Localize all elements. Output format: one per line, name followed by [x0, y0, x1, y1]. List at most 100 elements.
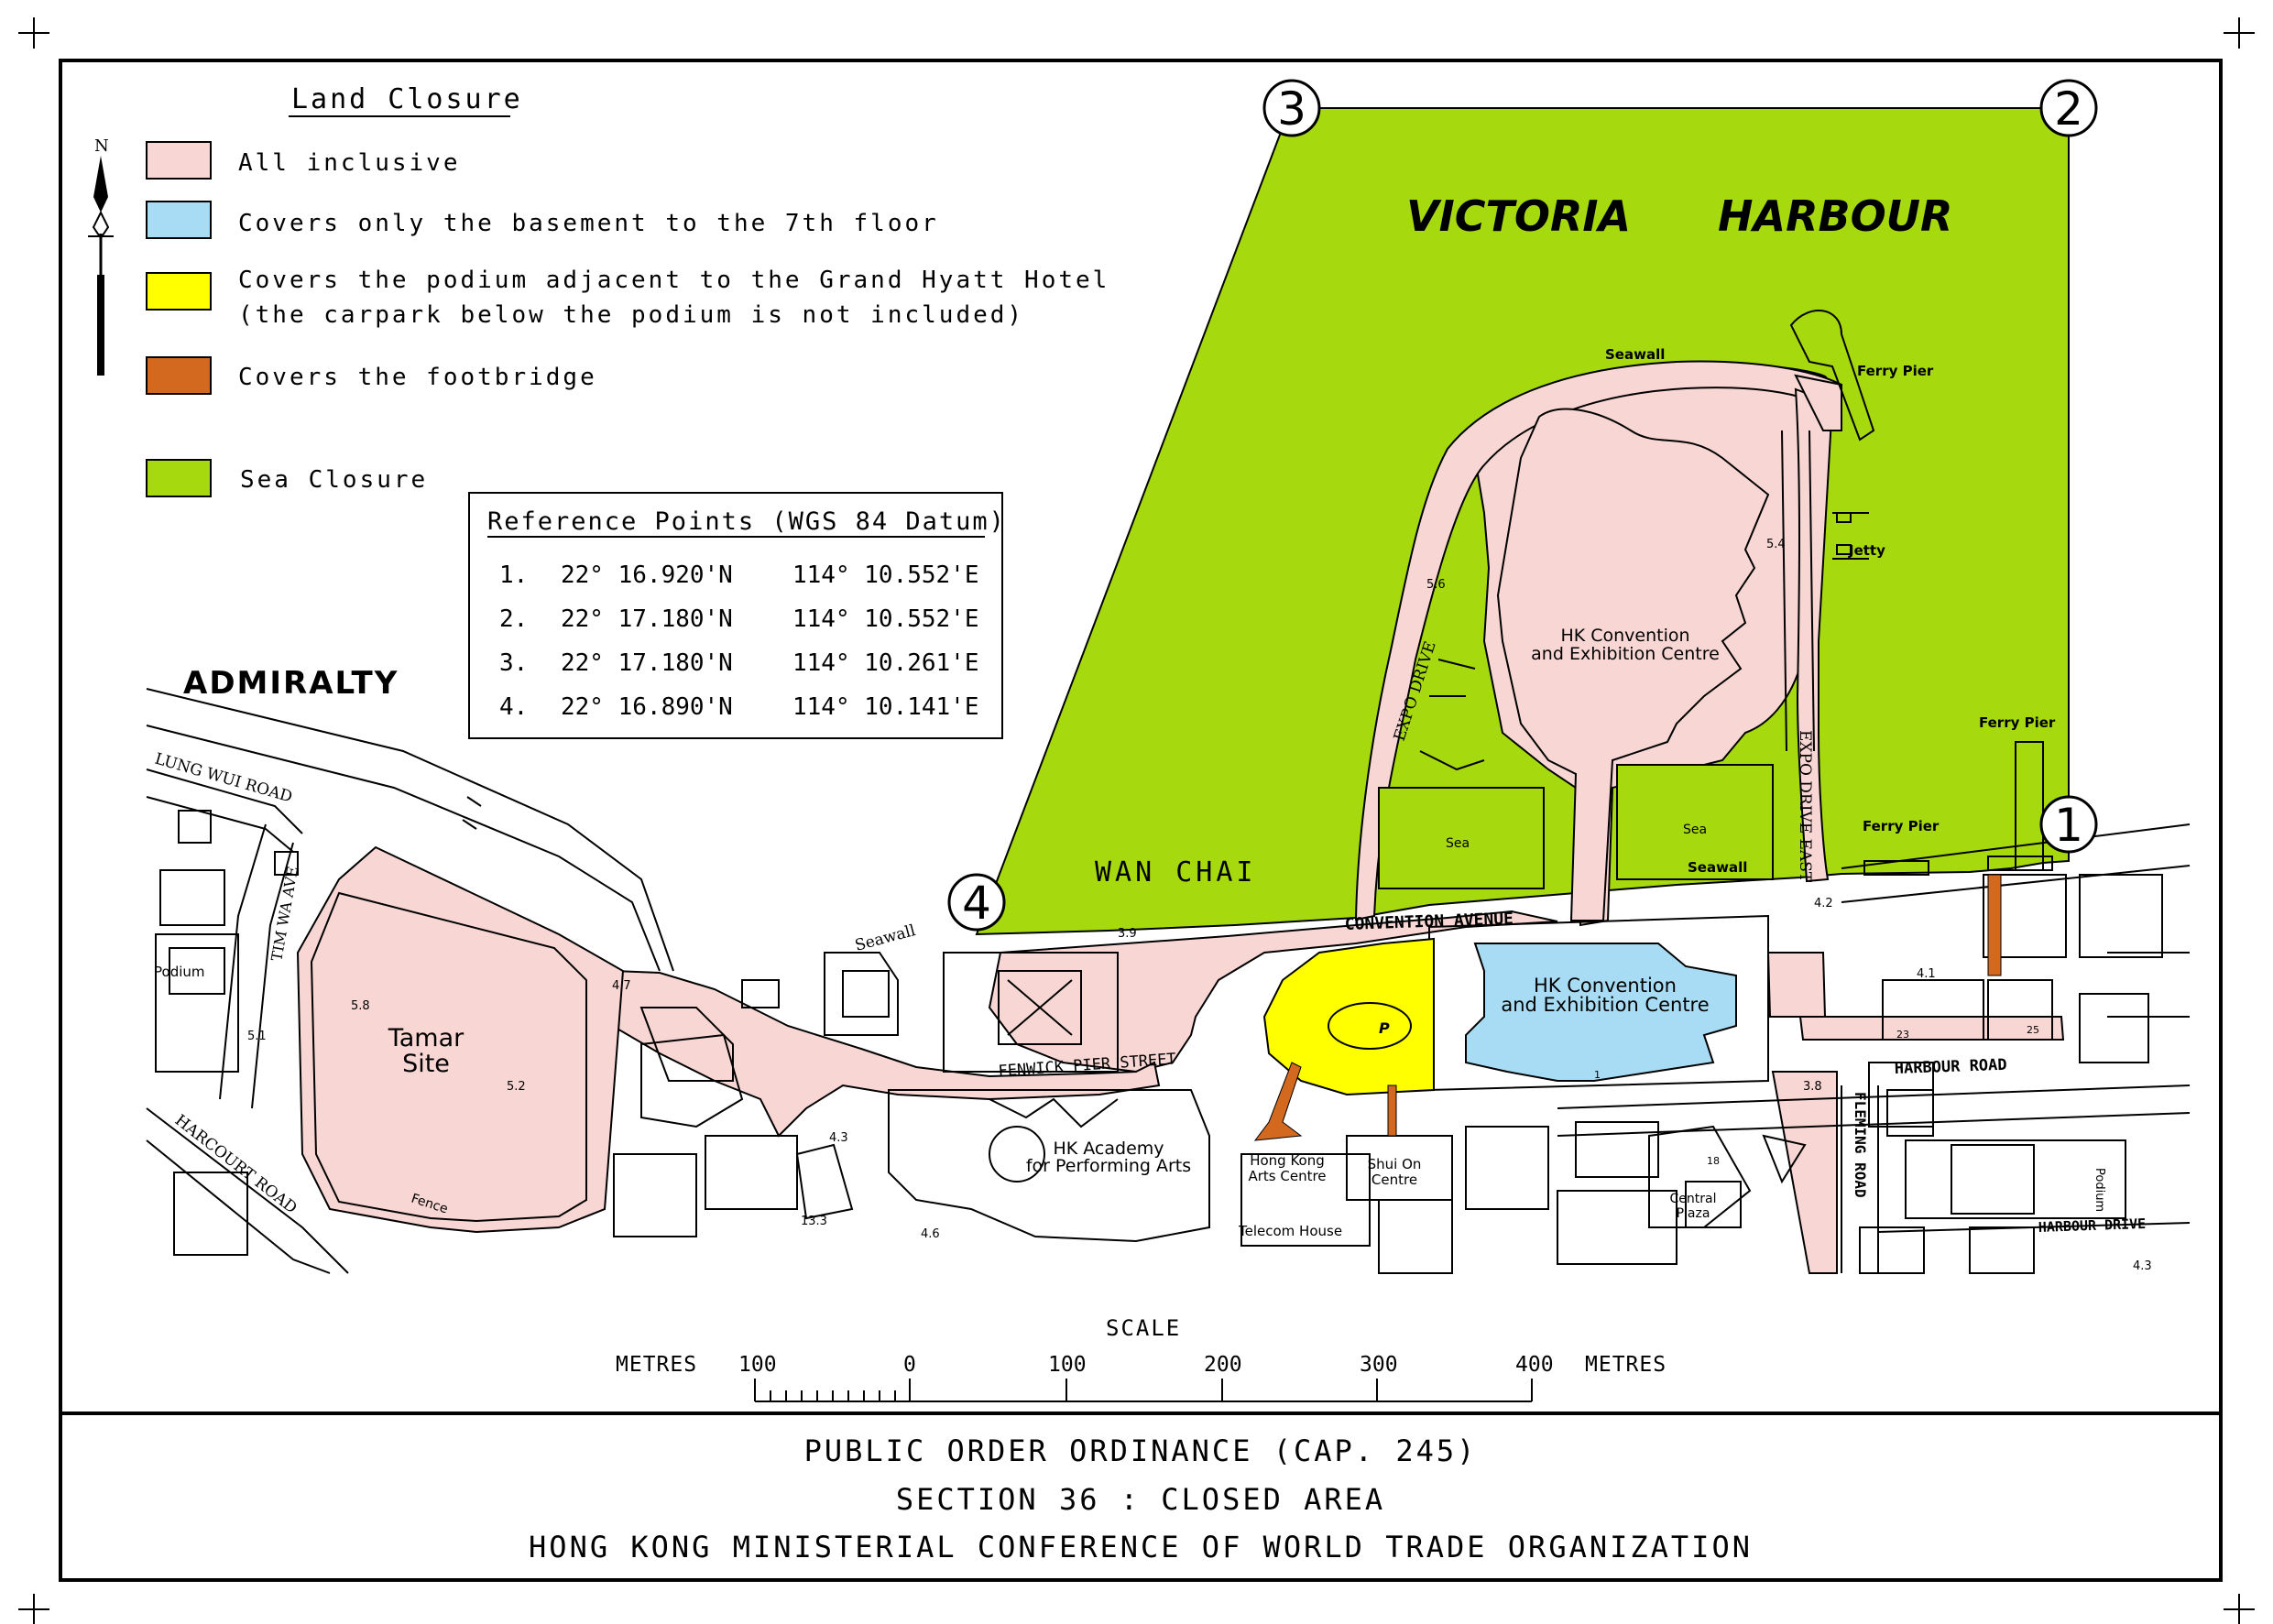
scale-tick-400: 400 — [1515, 1353, 1554, 1377]
spot-height: 4.3 — [2133, 1259, 2152, 1273]
label-fleming-road: FLEMING ROAD — [1852, 1092, 1869, 1198]
label-sea-2: Sea — [1683, 823, 1707, 837]
label-admiralty: ADMIRALTY — [183, 665, 399, 702]
label-jetty: Jetty — [1848, 542, 1885, 559]
label-central-plaza-1: Central — [1670, 1192, 1717, 1206]
legend-label-podium-note: (the carpark below the podium is not inc… — [238, 301, 1024, 329]
label-hk-arts-centre-1: Hong Kong — [1250, 1152, 1325, 1169]
title-line-2: SECTION 36 : CLOSED AREA — [896, 1482, 1385, 1517]
label-seawall-2: Seawall — [1605, 346, 1665, 363]
label-harbour-drive: HARBOUR DRIVE — [2038, 1215, 2147, 1236]
swatch-podium — [146, 272, 212, 311]
reference-points-title: Reference Points (WGS 84 Datum) — [487, 507, 1006, 536]
legend-label-podium: Covers the podium adjacent to the Grand … — [238, 267, 1109, 294]
ref-row-2-lon: 114° 10.552'E — [792, 605, 979, 633]
label-harcourt-road: HARCOURT ROAD — [171, 1111, 301, 1217]
label-lung-wui-road: LUNG WUI ROAD — [153, 750, 295, 807]
spot-height: 4.3 — [829, 1131, 848, 1145]
ref-row-1-lat: 22° 16.920'N — [561, 561, 733, 589]
spot-height: 4.1 — [1917, 967, 1936, 981]
swatch-basement — [146, 201, 212, 239]
ref-row-3-lon: 114° 10.261'E — [792, 649, 979, 677]
scale-tick-300: 300 — [1360, 1353, 1398, 1377]
marker-4: 4 — [962, 877, 991, 930]
ref-row-4-lat: 22° 16.890'N — [561, 693, 733, 721]
legend-heading: Land Closure — [291, 83, 523, 115]
label-building-25: 25 — [2027, 1024, 2039, 1036]
marker-3: 3 — [1277, 82, 1306, 136]
scale-tick-0: 0 — [903, 1353, 916, 1377]
swatch-sea-closure — [146, 459, 212, 497]
ref-row-1-no: 1. — [499, 561, 528, 589]
spot-height: 5.6 — [1426, 578, 1446, 592]
legend-swatches — [146, 141, 212, 497]
label-harbour: HARBOUR — [1718, 191, 1952, 241]
spot-height: 4.6 — [921, 1227, 940, 1241]
spot-height: 3.9 — [1118, 927, 1137, 941]
label-building-18: 18 — [1707, 1155, 1720, 1167]
reference-markers — [947, 79, 2098, 932]
label-hkcec-south-2: and Exhibition Centre — [1501, 994, 1709, 1016]
scale-tick-100-left: 100 — [738, 1353, 777, 1377]
scale-bar — [754, 1379, 1533, 1402]
ref-row-2-no: 2. — [499, 605, 528, 633]
label-seawall-3: Seawall — [1688, 859, 1747, 876]
spot-height: 5.2 — [507, 1080, 526, 1094]
label-victoria: VICTORIA — [1406, 191, 1631, 241]
label-shui-on-1: Shui On — [1368, 1156, 1422, 1172]
label-hk-arts-centre-2: Arts Centre — [1248, 1168, 1326, 1184]
marker-2: 2 — [2054, 82, 2083, 136]
label-building-23: 23 — [1896, 1029, 1909, 1041]
reference-points-box — [468, 492, 1003, 739]
label-wan-chai: WAN CHAI — [1095, 856, 1257, 888]
spot-height: 4.7 — [612, 979, 631, 993]
swatch-all-inclusive — [146, 141, 212, 180]
label-telecom-house: Telecom House — [1238, 1223, 1342, 1239]
ref-row-2-lat: 22° 17.180'N — [561, 605, 733, 633]
label-hk-academy-1: HK Academy — [1053, 1139, 1164, 1159]
label-ferry-pier-1: Ferry Pier — [1857, 363, 1934, 379]
north-arrow-icon — [88, 156, 114, 376]
legend-label-sea-closure: Sea Closure — [240, 466, 428, 494]
label-building-1: 1 — [1594, 1069, 1601, 1081]
spot-height: 13.3 — [801, 1215, 827, 1228]
label-central-plaza-2: Plaza — [1677, 1206, 1710, 1221]
label-seawall-1: Seawall — [853, 921, 917, 955]
swatch-footbridge — [146, 356, 212, 395]
ref-row-1-lon: 114° 10.552'E — [792, 561, 979, 589]
label-expo-drive-east: EXPO DRIVE EAST — [1796, 730, 1814, 883]
scale-unit-right: METRES — [1585, 1353, 1667, 1377]
map-linework — [146, 310, 2191, 1274]
label-ferry-pier-3: Ferry Pier — [1863, 818, 1940, 834]
north-label: N — [94, 136, 109, 156]
podium-carpark — [1328, 1002, 1412, 1050]
spot-height: 5.1 — [247, 1030, 267, 1043]
spot-height: 4.2 — [1814, 897, 1833, 910]
legend-label-footbridge: Covers the footbridge — [238, 364, 597, 391]
scale-tick-100: 100 — [1048, 1353, 1087, 1377]
label-sea-1: Sea — [1446, 836, 1470, 851]
spot-height: 3.8 — [1803, 1080, 1822, 1094]
legend-label-basement: Covers only the basement to the 7th floo… — [238, 210, 939, 237]
spot-height: 5.4 — [1766, 538, 1786, 551]
scale-tick-200: 200 — [1204, 1353, 1242, 1377]
ref-row-4-no: 4. — [499, 693, 528, 721]
hkcec-south-building[interactable] — [1465, 943, 1737, 1082]
label-hkcec-south-1: HK Convention — [1534, 975, 1677, 997]
marker-1: 1 — [2054, 799, 2083, 852]
label-ferry-pier-2: Ferry Pier — [1979, 714, 2056, 731]
ref-row-3-no: 3. — [499, 649, 528, 677]
title-line-3: HONG KONG MINISTERIAL CONFERENCE OF WORL… — [529, 1530, 1753, 1564]
label-hkcec-north-2: and Exhibition Centre — [1531, 644, 1720, 664]
map-frame — [59, 59, 2223, 1582]
footbridges[interactable] — [1253, 874, 2002, 1141]
label-hkcec-north-1: HK Convention — [1560, 626, 1689, 646]
scale-unit-left: METRES — [616, 1353, 697, 1377]
spot-height: 5.8 — [351, 999, 370, 1013]
title-line-1: PUBLIC ORDER ORDINANCE (CAP. 245) — [804, 1433, 1478, 1468]
label-tamar-site-2: Site — [402, 1050, 450, 1078]
label-podium-left: Podium — [154, 964, 205, 980]
ref-row-4-lon: 114° 10.141'E — [792, 693, 979, 721]
ref-row-3-lat: 22° 17.180'N — [561, 649, 733, 677]
